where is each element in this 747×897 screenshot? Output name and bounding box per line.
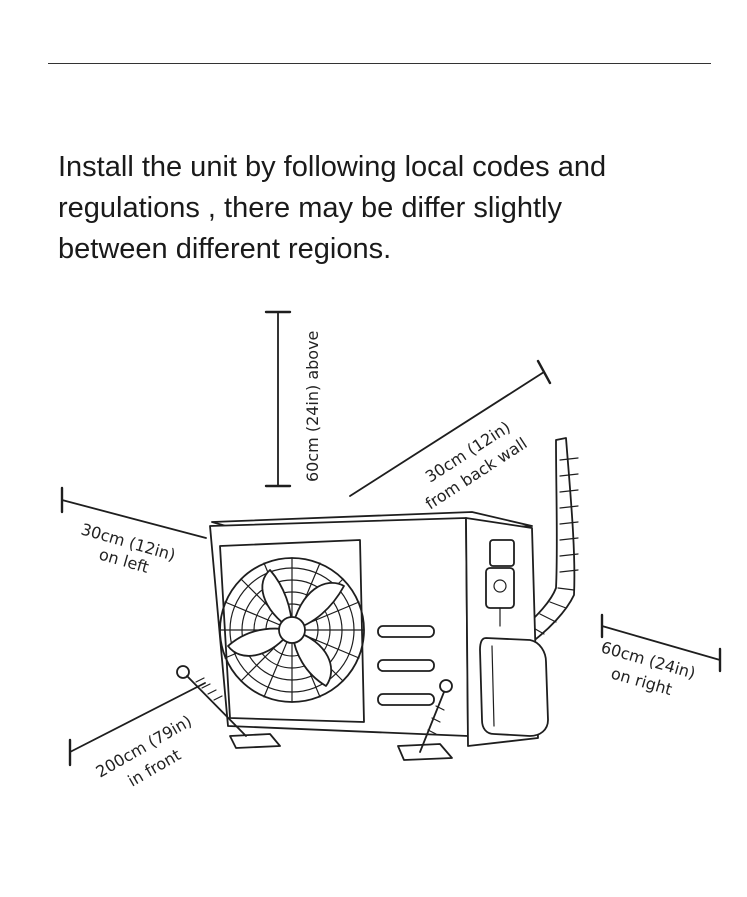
instruction-line-3: between different regions. [58,233,392,265]
instruction-line-2: regulations , there may be differ slight… [58,192,563,224]
right-dimension-line [600,613,722,673]
left-dimension-line [60,486,207,539]
above-clearance-label: 60cm (24in) above [303,331,322,482]
right-anchor-bolt-icon [419,679,453,753]
left-anchor-bolt-icon [176,665,247,737]
left-foot [229,733,281,749]
outdoor-ac-unit-illustration [176,437,579,761]
service-valve-icon [485,539,515,627]
back-dimension-line [349,359,552,497]
valve-cover-icon [479,637,549,737]
installation-instruction: Install the unit by following local code… [58,147,708,270]
clearance-diagram: 60cm (24in) above 30cm (12in) from back … [60,310,722,790]
vent-slots [377,625,435,706]
right-foot [397,743,453,761]
front-dimension-line [68,682,206,767]
instruction-line-1: Install the unit by following local code… [58,151,607,183]
above-dimension-line [264,310,292,488]
top-divider [48,63,711,64]
fan-icon [219,557,365,703]
